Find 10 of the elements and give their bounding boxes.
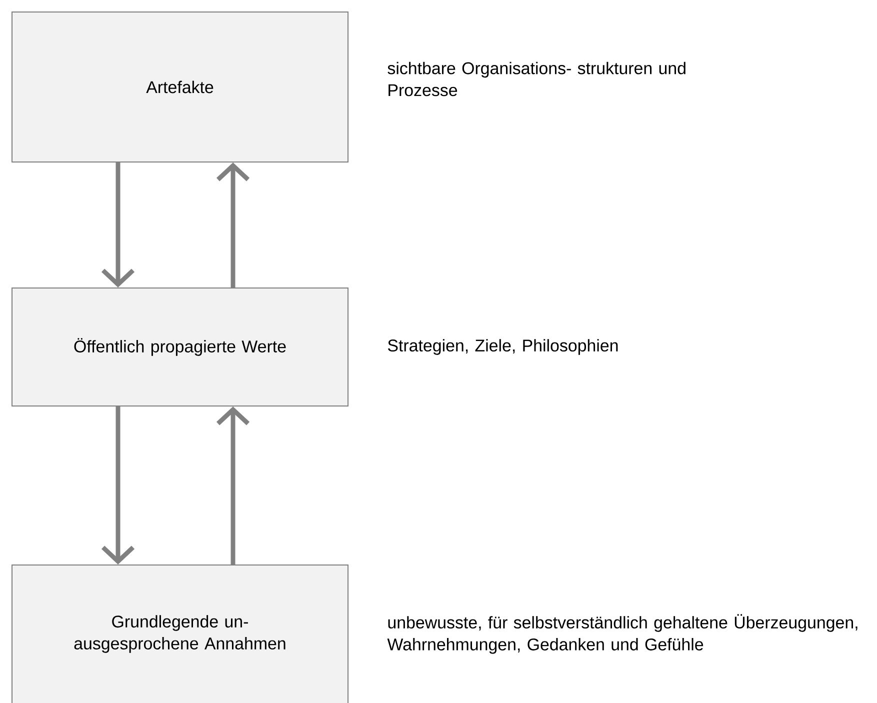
description-text: sichtbare Organisations- strukturen und Prozesse xyxy=(388,62,686,96)
description-text: Strategien, Ziele, Philosophien xyxy=(388,339,618,355)
arrow xyxy=(216,406,250,564)
arrow xyxy=(101,406,135,564)
description-text: unbewusste, für selbstverständlich gehaltene Überzeugungen, Wahrnehmungen, Gedanken und Gefühle xyxy=(387,614,858,654)
process-box: Artefakte xyxy=(12,12,348,162)
process-box: Grundlegende un- ausgesprochene Annahmen xyxy=(12,564,348,703)
arrow xyxy=(101,162,135,288)
process-box: Öffentlich propagierte Werte xyxy=(12,287,348,406)
arrow xyxy=(216,162,250,288)
